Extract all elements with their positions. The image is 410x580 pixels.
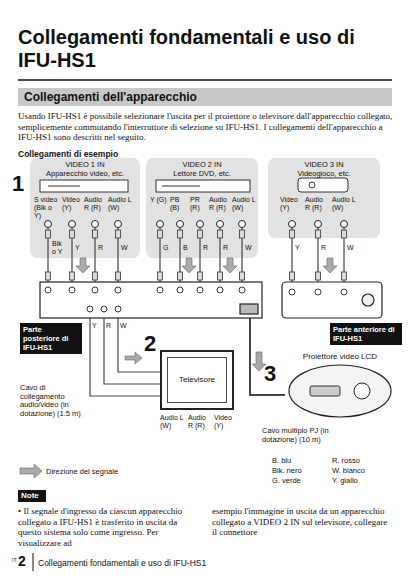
jack-label: Video (Y)	[62, 196, 84, 212]
page-title: Collegamenti fondamentali e uso di IFU-H…	[18, 26, 398, 72]
node-text: Videogioco, etc.	[268, 169, 380, 178]
jack-label: PB (B)	[170, 196, 190, 212]
tv-jack-label: Audio L (W)	[160, 414, 186, 430]
page-number: 2	[18, 553, 26, 569]
plug-color: B	[183, 244, 188, 252]
jack-label: Audio R (R)	[209, 196, 231, 212]
node-text: VIDEO 3 IN	[268, 160, 380, 169]
projector-lens	[354, 383, 370, 399]
callout-number: 1	[12, 172, 24, 196]
tv-jack-label: Video (Y)	[214, 414, 236, 430]
node-text: VIDEO 1 IN	[30, 160, 140, 169]
plug-color: W	[245, 244, 252, 252]
projector-panel	[310, 386, 340, 396]
jack-label: Audio R (R)	[305, 196, 329, 212]
section-band: Collegamenti dell'apparecchio	[18, 88, 392, 106]
part-label: Parte anteriore di IFU-HS1	[330, 323, 402, 345]
jack-label: PR (R)	[190, 196, 210, 212]
plug-color: R	[98, 244, 103, 252]
part-label: Parte posteriore di IFU-HS1	[20, 323, 82, 354]
panel-ground	[30, 158, 140, 258]
color-key: Y. giallo	[332, 476, 358, 485]
projector: Proiettore video LCD	[285, 352, 395, 418]
jack-label: Y (G)	[150, 196, 170, 204]
panel-ground	[268, 158, 380, 238]
jack-label: Audio L (W)	[332, 196, 358, 212]
note-text: esempio l'immagine in uscita da un appar…	[212, 506, 394, 538]
plug-color: R	[223, 244, 228, 252]
node-text: VIDEO 2 IN	[146, 160, 258, 169]
color-key: G. verde	[272, 476, 301, 485]
plug-color: Y	[295, 244, 300, 252]
jack-label: Audio L (W)	[232, 196, 256, 212]
note-label: Note	[18, 490, 46, 502]
projector-body	[289, 365, 391, 417]
language-code: IT	[12, 557, 16, 563]
plug-color: W	[120, 322, 127, 330]
jack-label: Audio L (W)	[108, 196, 132, 212]
jack-label: S video (Blk o Y)	[34, 196, 60, 220]
signal-direction: Direzione del segnale	[46, 468, 118, 477]
color-key: W. bianco	[332, 466, 365, 475]
node-text: Parte posteriore di IFU-HS1	[23, 325, 79, 352]
plug-color: Y	[75, 244, 80, 252]
tv-jack-label: Audio R (R)	[188, 414, 212, 430]
node-text: Televisore	[179, 375, 215, 385]
plug-color: Blk o Y	[52, 240, 67, 256]
node-text: Lettore DVD, etc.	[146, 169, 258, 178]
color-key: R. rosso	[332, 456, 360, 465]
panel-ground	[146, 158, 258, 258]
plug-color: G	[163, 244, 168, 252]
plug-color: R	[203, 244, 208, 252]
plug-color: R	[321, 244, 326, 252]
node-text: Note	[21, 491, 43, 501]
body-text: Usando IFU-HS1 è possibile selezionare l…	[18, 111, 394, 143]
tv-box: Televisore	[160, 350, 234, 410]
cable-label: Cavo multiplo PJ (in dotazione) (10 m)	[262, 427, 362, 444]
color-key: Blk. nero	[272, 466, 302, 475]
subheading: Collegamenti di esempio	[18, 149, 118, 159]
node-text: Parte anteriore di IFU-HS1	[333, 325, 399, 343]
footer-text: Collegamenti fondamentali e uso di IFU-H…	[38, 558, 206, 568]
node-text: Collegamenti dell'apparecchio	[24, 90, 386, 104]
callout-number: 3	[264, 362, 276, 386]
color-key: B. blu	[272, 456, 291, 465]
plug-color: W	[121, 244, 128, 252]
note-text: • Il segnale d'ingresso da ciascun appar…	[18, 506, 200, 548]
plug-color: R	[106, 322, 111, 330]
jack-label: Audio R (R)	[84, 196, 106, 212]
cable-label: Cavo di collegamento audio/video (in dot…	[20, 384, 86, 418]
callout-number: 2	[144, 332, 156, 356]
node-text: Apparecchio video, etc.	[30, 169, 140, 178]
jack-label: Video (Y)	[280, 196, 302, 212]
plug-color: W	[347, 244, 354, 252]
node-text: Proiettore video LCD	[285, 352, 395, 362]
plug-color: Y	[92, 322, 97, 330]
